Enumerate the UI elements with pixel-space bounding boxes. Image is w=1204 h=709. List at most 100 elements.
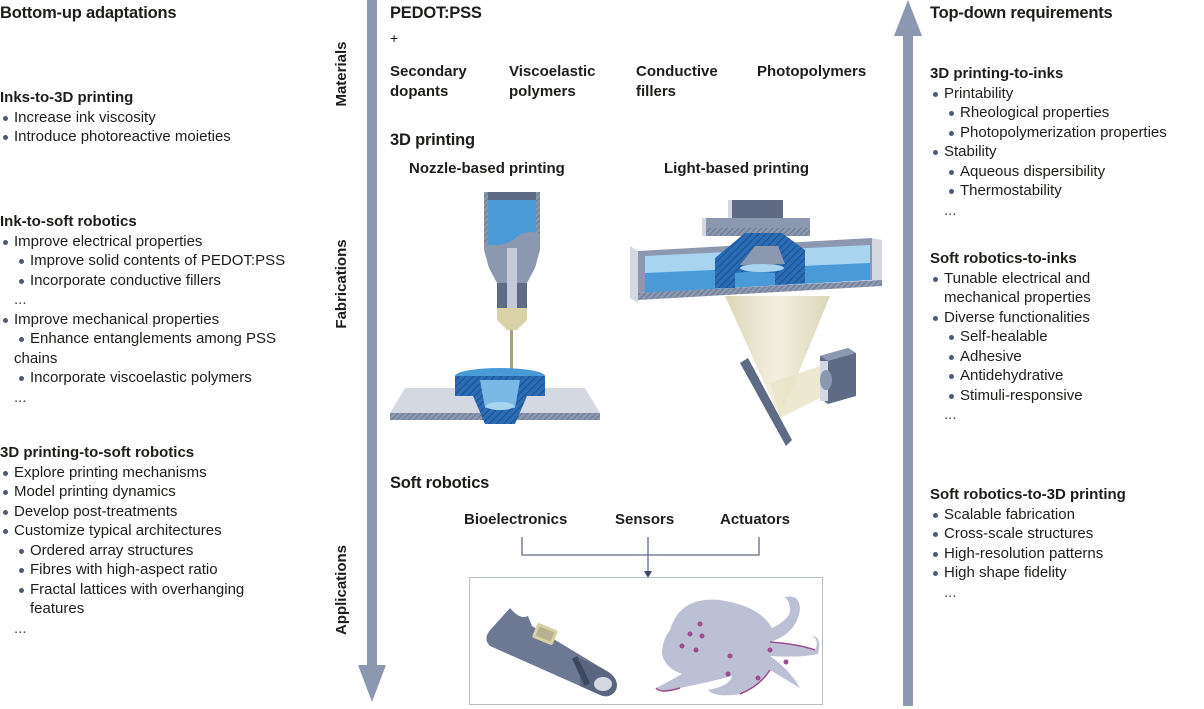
octopus-robot (655, 596, 820, 696)
bullet-dot-icon (949, 130, 954, 136)
bullet-item: Introduce photoreactive moieties (0, 127, 340, 147)
category-bioelectronics: Bioelectronics (464, 511, 568, 528)
bullet-text: Model printing dynamics (14, 483, 176, 500)
bullet-dot-icon (933, 532, 938, 537)
sub-bullet-item: Photopolymerization properties (930, 123, 1204, 143)
bullet-text: Tunable electrical and (944, 269, 1091, 287)
projector (820, 348, 856, 404)
bullet-dot-icon (3, 239, 8, 245)
plus-sign: + (390, 30, 399, 46)
bullet-item: Scalable fabrication (930, 505, 1204, 525)
bullet-text: features (30, 600, 85, 617)
ellipsis: ... (0, 388, 340, 408)
block-title: Inks-to-3D printing (0, 89, 134, 106)
sub-bullet-item: Aqueous dispersibility (930, 162, 1204, 182)
bullet-text: ... (14, 291, 27, 308)
ellipsis: ... (0, 619, 340, 639)
bullet-text: Photopolymerization properties (960, 123, 1167, 141)
bullet-dot-icon (3, 317, 8, 323)
bullet-text: ... (944, 406, 957, 423)
sub-bullet-item: Fibres with high-aspect ratio (0, 560, 340, 580)
up-arrow-top-down (894, 0, 922, 706)
bullet-text: mechanical properties (944, 289, 1091, 306)
bullet-item: Explore printing mechanisms (0, 463, 340, 483)
bullet-dot-icon (19, 278, 24, 284)
sub-bullet-item: Enhance entanglements among PSS (0, 329, 340, 349)
bullet-dot-icon (949, 354, 954, 360)
bullet-text: Antidehydrative (960, 367, 1064, 384)
bullet-text: Introduce photoreactive moieties (14, 128, 231, 145)
sub-bullet-item: Ordered array structures (0, 541, 340, 561)
applications-box (469, 577, 823, 705)
bullet-dot-icon (19, 376, 24, 381)
mirror (740, 358, 792, 446)
bullet-dot-icon (949, 335, 954, 340)
axis-label-applications: Applications (333, 545, 350, 636)
light-printing-label: Light-based printing (664, 160, 809, 177)
bullet-item: Diverse functionalities (930, 308, 1204, 328)
bullet-text: ... (944, 201, 957, 219)
bullet-item: Increase ink viscosity (0, 108, 340, 128)
bullet-dot-icon (19, 587, 24, 593)
bullet-dot-icon (933, 551, 938, 557)
bullet-text: Fibres with high-aspect ratio (30, 561, 218, 578)
category-connector (521, 537, 760, 578)
bullet-item: Tunable electrical and (930, 269, 1204, 289)
additive-viscoelastic-polymers: Viscoelastic polymers (509, 63, 596, 100)
bullet-dot-icon (19, 259, 24, 264)
light-beam (725, 296, 830, 418)
bullet-item: Stability (930, 142, 1204, 162)
bullet-item: Cross-scale structures (930, 524, 1204, 544)
nozzle-tip (497, 308, 527, 330)
sub-bullet-item: Antidehydrative (930, 366, 1204, 386)
bullet-dot-icon (19, 548, 24, 554)
sub-bullet-item: Fractal lattices with overhanging (0, 580, 340, 600)
block-title: Soft robotics-to-3D printing (930, 486, 1126, 503)
axis-label-fabrications: Fabrications (333, 239, 350, 329)
bullet-dot-icon (933, 512, 938, 518)
bullet-text: Cross-scale structures (944, 525, 1094, 542)
bullet-dot-icon (933, 571, 938, 576)
bullet-text: ... (14, 388, 27, 406)
bullet-text: Aqueous dispersibility (960, 162, 1106, 180)
bullet-text: ... (944, 583, 957, 601)
ellipsis: ... (930, 405, 1204, 425)
bullet-dot-icon (3, 509, 8, 515)
bullet-text: Incorporate conductive fillers (30, 271, 221, 289)
sub-bullet-item: Stimuli-responsive (930, 386, 1204, 406)
bullet-item: High shape fidelity (930, 563, 1204, 583)
bullet-item: Develop post-treatments (0, 502, 340, 522)
bullet-item: Improve mechanical properties (0, 310, 340, 330)
sub-bullet-item: Self-healable (930, 327, 1204, 347)
additive-conductive-fillers: Conductive fillers (636, 63, 718, 100)
additive-photopolymers: Photopolymers (757, 63, 867, 80)
down-arrow-bottom-up (358, 0, 386, 702)
bullet-item: High-resolution patterns (930, 544, 1204, 564)
bullet-item: Improve electrical properties (0, 232, 340, 252)
bullet-dot-icon (949, 189, 954, 194)
bullet-dot-icon (949, 111, 954, 116)
sub-bullet-item: Improve solid contents of PEDOT:PSS (0, 251, 340, 271)
category-actuators: Actuators (720, 511, 791, 528)
category-sensors: Sensors (615, 511, 675, 528)
bullet-dot-icon (3, 490, 8, 495)
bullet-text: Explore printing mechanisms (14, 463, 207, 481)
bullet-item: Printability (930, 84, 1204, 104)
block-title: Soft robotics-to-inks (930, 250, 1077, 267)
light-printer-illustration (630, 200, 882, 446)
bullet-dot-icon (949, 374, 954, 379)
nozzle-printer-illustration (390, 192, 600, 424)
ellipsis: ... (0, 290, 340, 310)
sub-bullet-item: Adhesive (930, 347, 1204, 367)
bullet-dot-icon (933, 91, 938, 97)
bullet-dot-icon (3, 529, 8, 534)
sub-bullet-item: Rheological properties (930, 103, 1204, 123)
bullet-text: Improve electrical properties (14, 232, 203, 250)
bullet-text: Rheological properties (960, 104, 1110, 121)
bullet-dot-icon (933, 150, 938, 155)
